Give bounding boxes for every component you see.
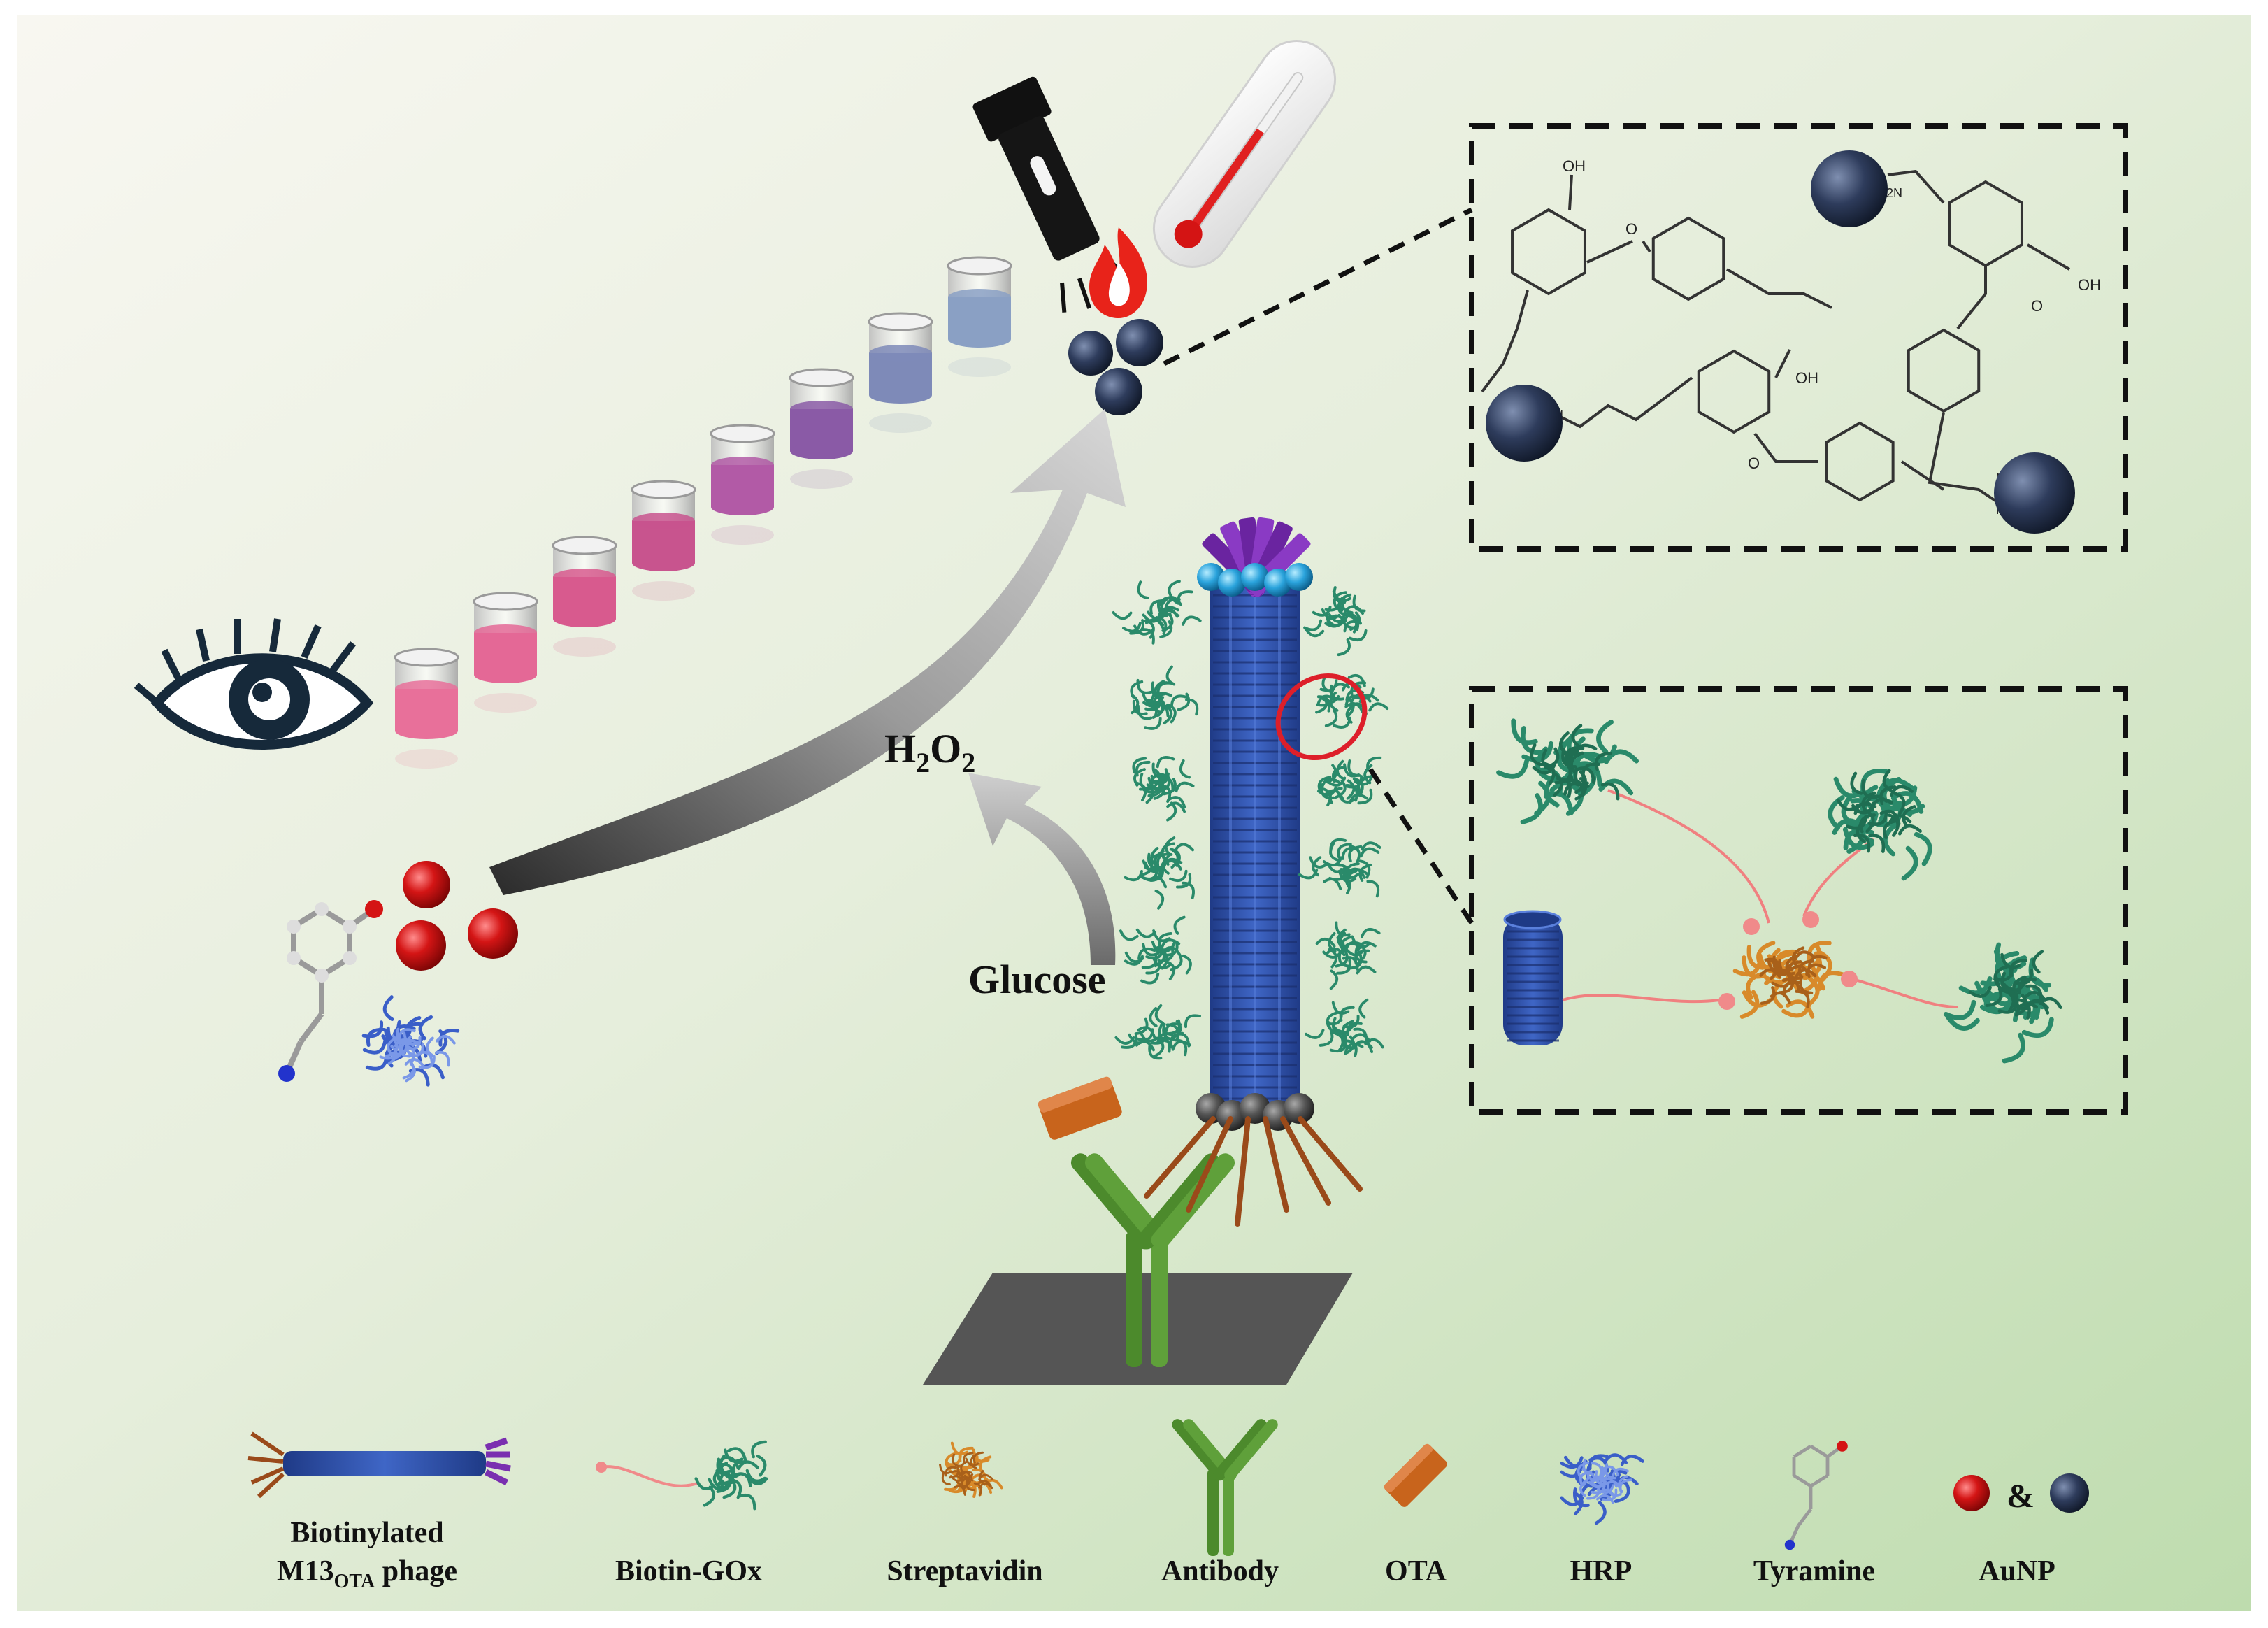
svg-text:OH: OH (1563, 157, 1586, 175)
crosslink-inset-box (1469, 123, 2128, 552)
tyramine-molecule (278, 900, 383, 1082)
legend-biotin-gox-icon (596, 1440, 768, 1511)
leader-line-top (1163, 207, 1473, 366)
ota-molecule (1038, 1076, 1122, 1140)
svg-text:O: O (1625, 220, 1637, 238)
cuvette-6 (789, 368, 854, 489)
legend-aunp-dark (2050, 1473, 2089, 1513)
svg-text:O: O (2031, 297, 2043, 315)
svg-text:OH: OH (1795, 369, 1818, 387)
legend-phage-label-line1: Biotinylated (290, 1517, 443, 1549)
cuvette-8 (947, 256, 1012, 377)
cuvette-2 (473, 592, 538, 713)
legend-streptavidin-label: Streptavidin (887, 1555, 1042, 1587)
legend-ota-icon (1384, 1443, 1447, 1507)
h2o2-label: H2O2 (884, 726, 975, 778)
heat-flame-icon (1089, 227, 1147, 318)
svg-text:O: O (1748, 455, 1760, 472)
eye-icon (134, 618, 374, 750)
leader-line-bottom (1368, 768, 1474, 924)
legend-aunp-label: AuNP (1979, 1555, 2055, 1587)
red-aunp-1 (403, 861, 450, 908)
color-change-arrow (489, 409, 1126, 895)
cuvette-series (394, 256, 1012, 769)
cuvette-5 (710, 424, 775, 545)
cuvette-4 (631, 480, 696, 601)
m13-phage (1112, 517, 1389, 1227)
legend-streptavidin-icon (939, 1441, 1003, 1498)
biotin-streptavidin-inset (1496, 718, 2062, 1064)
red-aunp-2 (396, 920, 446, 971)
legend: Biotinylated M13OTA phage Biotin-GOx Str… (247, 1419, 2089, 1592)
glucose-label: Glucose (968, 957, 1106, 1002)
red-aunp-3 (468, 908, 518, 959)
phage-detail-inset-box (1469, 686, 2128, 1115)
cuvette-3 (552, 536, 617, 657)
highlight-circle (1275, 673, 1368, 760)
svg-text:OH: OH (2078, 276, 2101, 294)
legend-antibody-label: Antibody (1161, 1555, 1279, 1587)
tyramine-crosslink-structure: OHOOHOOHOH2NNH2NH2H2NNH2NH2 (1481, 150, 2101, 534)
legend-hrp-label: HRP (1570, 1555, 1632, 1587)
legend-aunp-red (1953, 1475, 1990, 1511)
legend-tyramine-label: Tyramine (1753, 1555, 1875, 1587)
thermometer-icon (1152, 40, 1337, 268)
legend-ota-label: OTA (1385, 1555, 1447, 1587)
legend-biotin-gox-label: Biotin-GOx (615, 1555, 762, 1587)
legend-hrp-icon (1560, 1453, 1644, 1525)
cuvette-7 (868, 312, 933, 433)
legend-phage-label-line2: M13OTA phage (277, 1555, 457, 1592)
glucose-to-h2o2-arrow (968, 773, 1116, 965)
aggregated-aunp-cluster (1068, 319, 1163, 415)
antibody (1070, 1153, 1235, 1367)
legend-tyramine-icon (1784, 1441, 1848, 1550)
legend-phage-icon (247, 1431, 511, 1499)
hrp-enzyme (361, 995, 460, 1087)
legend-aunp-ampersand: & (2007, 1478, 2034, 1515)
legend-antibody-icon (1172, 1419, 1278, 1556)
cuvette-1 (394, 648, 459, 769)
